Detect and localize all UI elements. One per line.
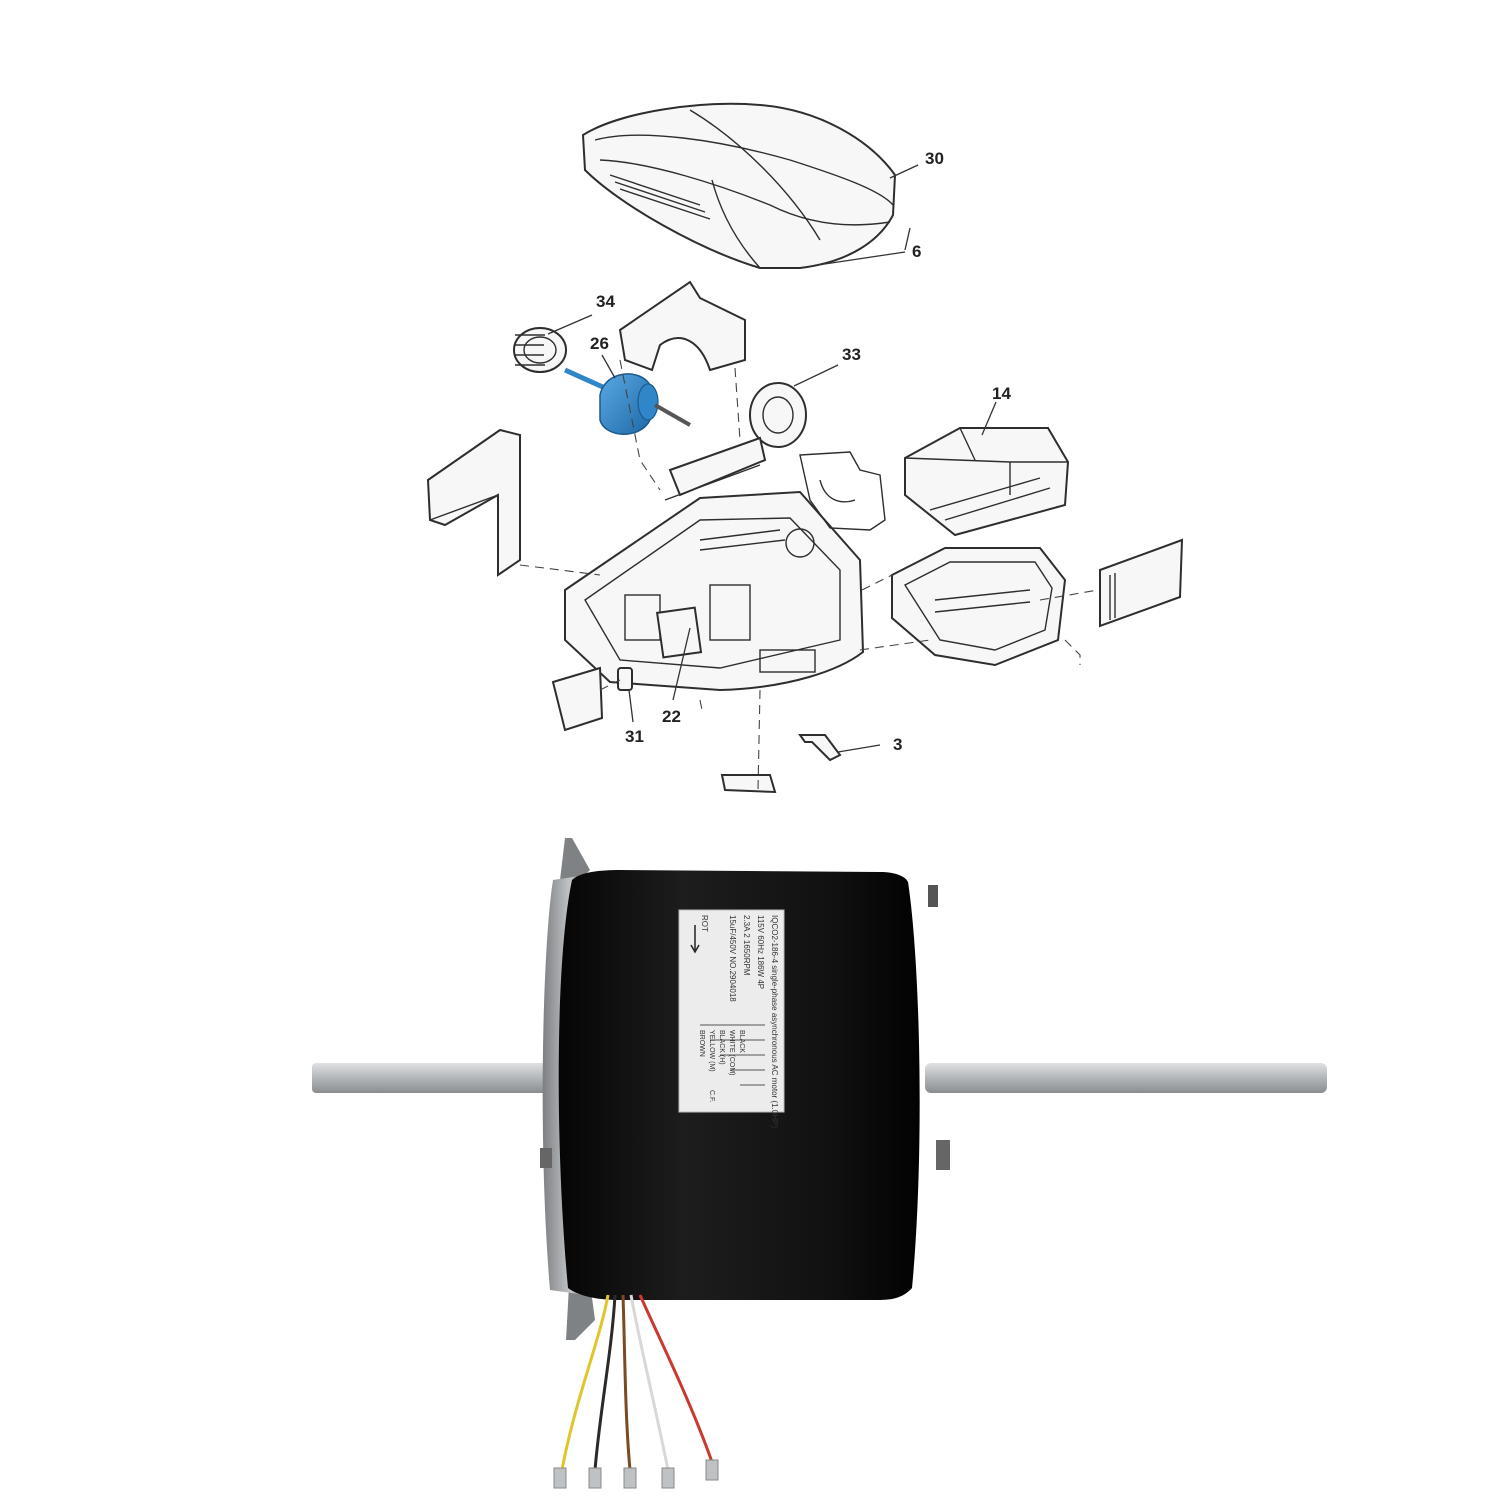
part-33-blower-wheel — [749, 382, 807, 448]
leader-lines — [547, 164, 997, 753]
part-34-blower-wheel — [513, 327, 567, 373]
compressor-assembly — [785, 451, 886, 558]
terminal-5 — [705, 1459, 719, 1481]
base-pan — [564, 490, 865, 692]
blower-housing — [618, 280, 746, 372]
return-grille — [1099, 538, 1184, 628]
part-22-control-board — [655, 606, 703, 659]
wire-black-h: BLACK (H) — [718, 1030, 725, 1065]
nameplate-line-1: IQCO2-186-4 single-phase asynchronous AC… — [770, 915, 779, 1128]
callout-6: 6 — [912, 242, 921, 261]
terminal-1 — [553, 1467, 567, 1489]
callout-numbers: 30 6 34 26 33 14 22 31 3 — [590, 149, 1011, 754]
wire-yellow: YELLOW (M) — [708, 1030, 715, 1072]
nameplate-rot: ROT — [700, 915, 709, 932]
drip-pan — [891, 547, 1067, 667]
terminal-3 — [623, 1467, 637, 1489]
bolt-top-right — [928, 885, 938, 907]
part-3-bracket — [720, 734, 842, 794]
callout-3: 3 — [893, 735, 902, 754]
exploded-diagram: 30 6 34 26 33 14 22 31 3 — [426, 102, 1184, 794]
bolt-bottom-left — [540, 1148, 552, 1168]
right-shaft — [925, 1063, 1327, 1093]
callout-22: 22 — [662, 707, 681, 726]
terminal-4 — [661, 1467, 675, 1489]
part-14-evaporator-cover — [904, 427, 1070, 537]
wire-black: BLACK — [738, 1030, 745, 1053]
callout-14: 14 — [992, 384, 1011, 403]
part-26-blower-motor — [563, 367, 691, 435]
wire-cap: C.F. — [708, 1090, 715, 1103]
top-mount-tab — [560, 838, 590, 880]
callout-31: 31 — [625, 727, 644, 746]
left-shaft — [312, 1063, 557, 1093]
wire-harness — [553, 1294, 719, 1489]
nameplate-line-4: 15uF/450V NO.2904018 — [728, 915, 737, 1002]
motor-nameplate: IQCO2-186-4 single-phase asynchronous AC… — [678, 909, 785, 1128]
callout-34: 34 — [596, 292, 615, 311]
motor-mount — [664, 436, 767, 501]
nameplate-line-2: 115V 60Hz 186W 4P — [756, 915, 765, 989]
callout-26: 26 — [590, 334, 609, 353]
callout-30: 30 — [925, 149, 944, 168]
motor-photo: IQCO2-186-4 single-phase asynchronous AC… — [312, 838, 1327, 1489]
bolt-bottom-right — [936, 1140, 950, 1170]
left-bracket — [426, 428, 521, 577]
nameplate-line-3: 2.3A 2 1650RPM — [742, 915, 751, 976]
wire-brown: BROWN — [698, 1030, 705, 1057]
wire-white: WHITE (COM) — [728, 1030, 735, 1076]
part-30-shroud — [581, 102, 897, 269]
part-31-sensor — [617, 667, 633, 691]
assembly-lines — [519, 359, 1099, 791]
terminal-2 — [588, 1467, 602, 1489]
ceiling-flap — [551, 666, 604, 732]
callout-33: 33 — [842, 345, 861, 364]
